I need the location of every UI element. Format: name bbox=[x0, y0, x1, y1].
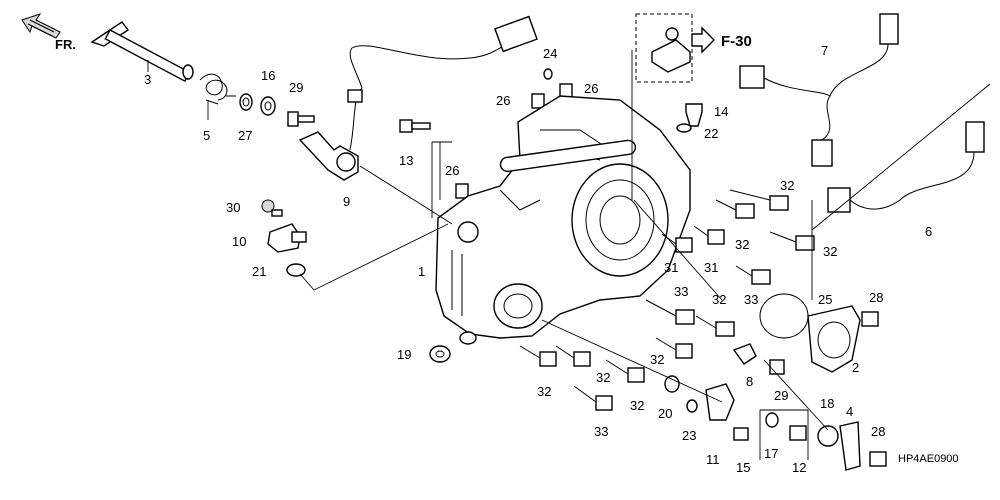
callout-10: 10 bbox=[232, 234, 246, 249]
callout-22: 22 bbox=[704, 126, 718, 141]
callout-28: 28 bbox=[871, 424, 885, 439]
callout-21: 21 bbox=[252, 264, 266, 279]
speed-sensor-10 bbox=[267, 223, 307, 253]
callout-labels: 3 5 27 16 29 9 13 26 26 24 26 30 10 21 1… bbox=[144, 43, 932, 475]
reference-callout: F-30 bbox=[635, 13, 752, 83]
callout-19: 19 bbox=[397, 347, 411, 362]
bracket-4 bbox=[839, 421, 861, 471]
nut-19 bbox=[429, 345, 451, 363]
callout-18: 18 bbox=[820, 396, 834, 411]
callout-6: 6 bbox=[925, 224, 932, 239]
callout-13: 13 bbox=[399, 153, 413, 168]
sensor-11 bbox=[705, 383, 735, 421]
bolt-28-lower bbox=[869, 451, 887, 467]
callout-33: 33 bbox=[674, 284, 688, 299]
dowel-pin-26c bbox=[455, 183, 469, 199]
callout-33: 33 bbox=[594, 424, 608, 439]
callout-12: 12 bbox=[792, 460, 806, 475]
callout-30: 30 bbox=[226, 200, 240, 215]
callout-31: 31 bbox=[664, 260, 678, 275]
bolt-30 bbox=[261, 199, 283, 217]
bolt-29-lower bbox=[769, 359, 785, 375]
callout-4: 4 bbox=[846, 404, 853, 419]
spring bbox=[199, 73, 236, 105]
washer-20 bbox=[664, 375, 680, 393]
bolt-28-upper bbox=[861, 311, 879, 327]
reference-label: F-30 bbox=[721, 33, 752, 50]
callout-11: 11 bbox=[706, 452, 720, 467]
callout-24: 24 bbox=[543, 46, 557, 61]
washer-17 bbox=[765, 412, 779, 428]
callout-32: 32 bbox=[735, 237, 749, 252]
wire-harness-7 bbox=[739, 13, 899, 167]
shift-spindle bbox=[90, 21, 194, 83]
callout-3: 3 bbox=[144, 72, 151, 87]
callout-7: 7 bbox=[821, 43, 828, 58]
callout-23: 23 bbox=[682, 428, 696, 443]
callout-14: 14 bbox=[714, 104, 728, 119]
bolt-set bbox=[519, 189, 815, 411]
clip-8 bbox=[732, 343, 757, 365]
callout-5: 5 bbox=[203, 128, 210, 143]
wire-harness-6 bbox=[827, 121, 985, 213]
callout-33: 33 bbox=[744, 292, 758, 307]
callout-32: 32 bbox=[712, 292, 726, 307]
callout-17: 17 bbox=[764, 446, 778, 461]
collar-24 bbox=[543, 68, 553, 80]
leader-lines bbox=[147, 50, 991, 460]
callout-28: 28 bbox=[869, 290, 883, 305]
bolt-13 bbox=[399, 119, 431, 133]
bolt-15 bbox=[733, 427, 749, 441]
o-ring-22 bbox=[676, 123, 692, 133]
callout-25: 25 bbox=[818, 292, 832, 307]
callout-32: 32 bbox=[596, 370, 610, 385]
cover-plate-2 bbox=[807, 305, 861, 373]
callout-32: 32 bbox=[650, 352, 664, 367]
gear-position-switch bbox=[298, 15, 538, 181]
bolt-12 bbox=[789, 425, 807, 441]
washer-23 bbox=[686, 399, 698, 413]
washer-27 bbox=[239, 93, 253, 111]
plug-14 bbox=[685, 103, 703, 127]
front-direction-arrow: FR. bbox=[21, 13, 76, 52]
callout-27: 27 bbox=[238, 128, 252, 143]
washer-16 bbox=[260, 96, 276, 116]
seal-18 bbox=[817, 425, 839, 447]
callout-16: 16 bbox=[261, 68, 275, 83]
rear-crankcase bbox=[435, 95, 691, 345]
callout-9: 9 bbox=[343, 194, 350, 209]
callout-8: 8 bbox=[746, 374, 753, 389]
callout-26: 26 bbox=[445, 163, 459, 178]
callout-20: 20 bbox=[658, 406, 672, 421]
callout-32: 32 bbox=[780, 178, 794, 193]
bolt-29-upper bbox=[287, 111, 315, 127]
callout-26: 26 bbox=[584, 81, 598, 96]
front-direction-label: FR. bbox=[55, 37, 76, 52]
callout-32: 32 bbox=[537, 384, 551, 399]
callout-32: 32 bbox=[630, 398, 644, 413]
callout-1: 1 bbox=[418, 264, 425, 279]
callout-32: 32 bbox=[823, 244, 837, 259]
callout-31: 31 bbox=[704, 260, 718, 275]
diagram-code: HP4AE0900 bbox=[898, 453, 959, 465]
callout-2: 2 bbox=[852, 360, 859, 375]
callout-29: 29 bbox=[289, 80, 303, 95]
o-ring-25 bbox=[759, 293, 809, 339]
o-ring-21 bbox=[286, 263, 306, 277]
callout-15: 15 bbox=[736, 460, 750, 475]
dowel-pin-26a bbox=[531, 93, 545, 109]
callout-26: 26 bbox=[496, 93, 510, 108]
callout-29: 29 bbox=[774, 388, 788, 403]
